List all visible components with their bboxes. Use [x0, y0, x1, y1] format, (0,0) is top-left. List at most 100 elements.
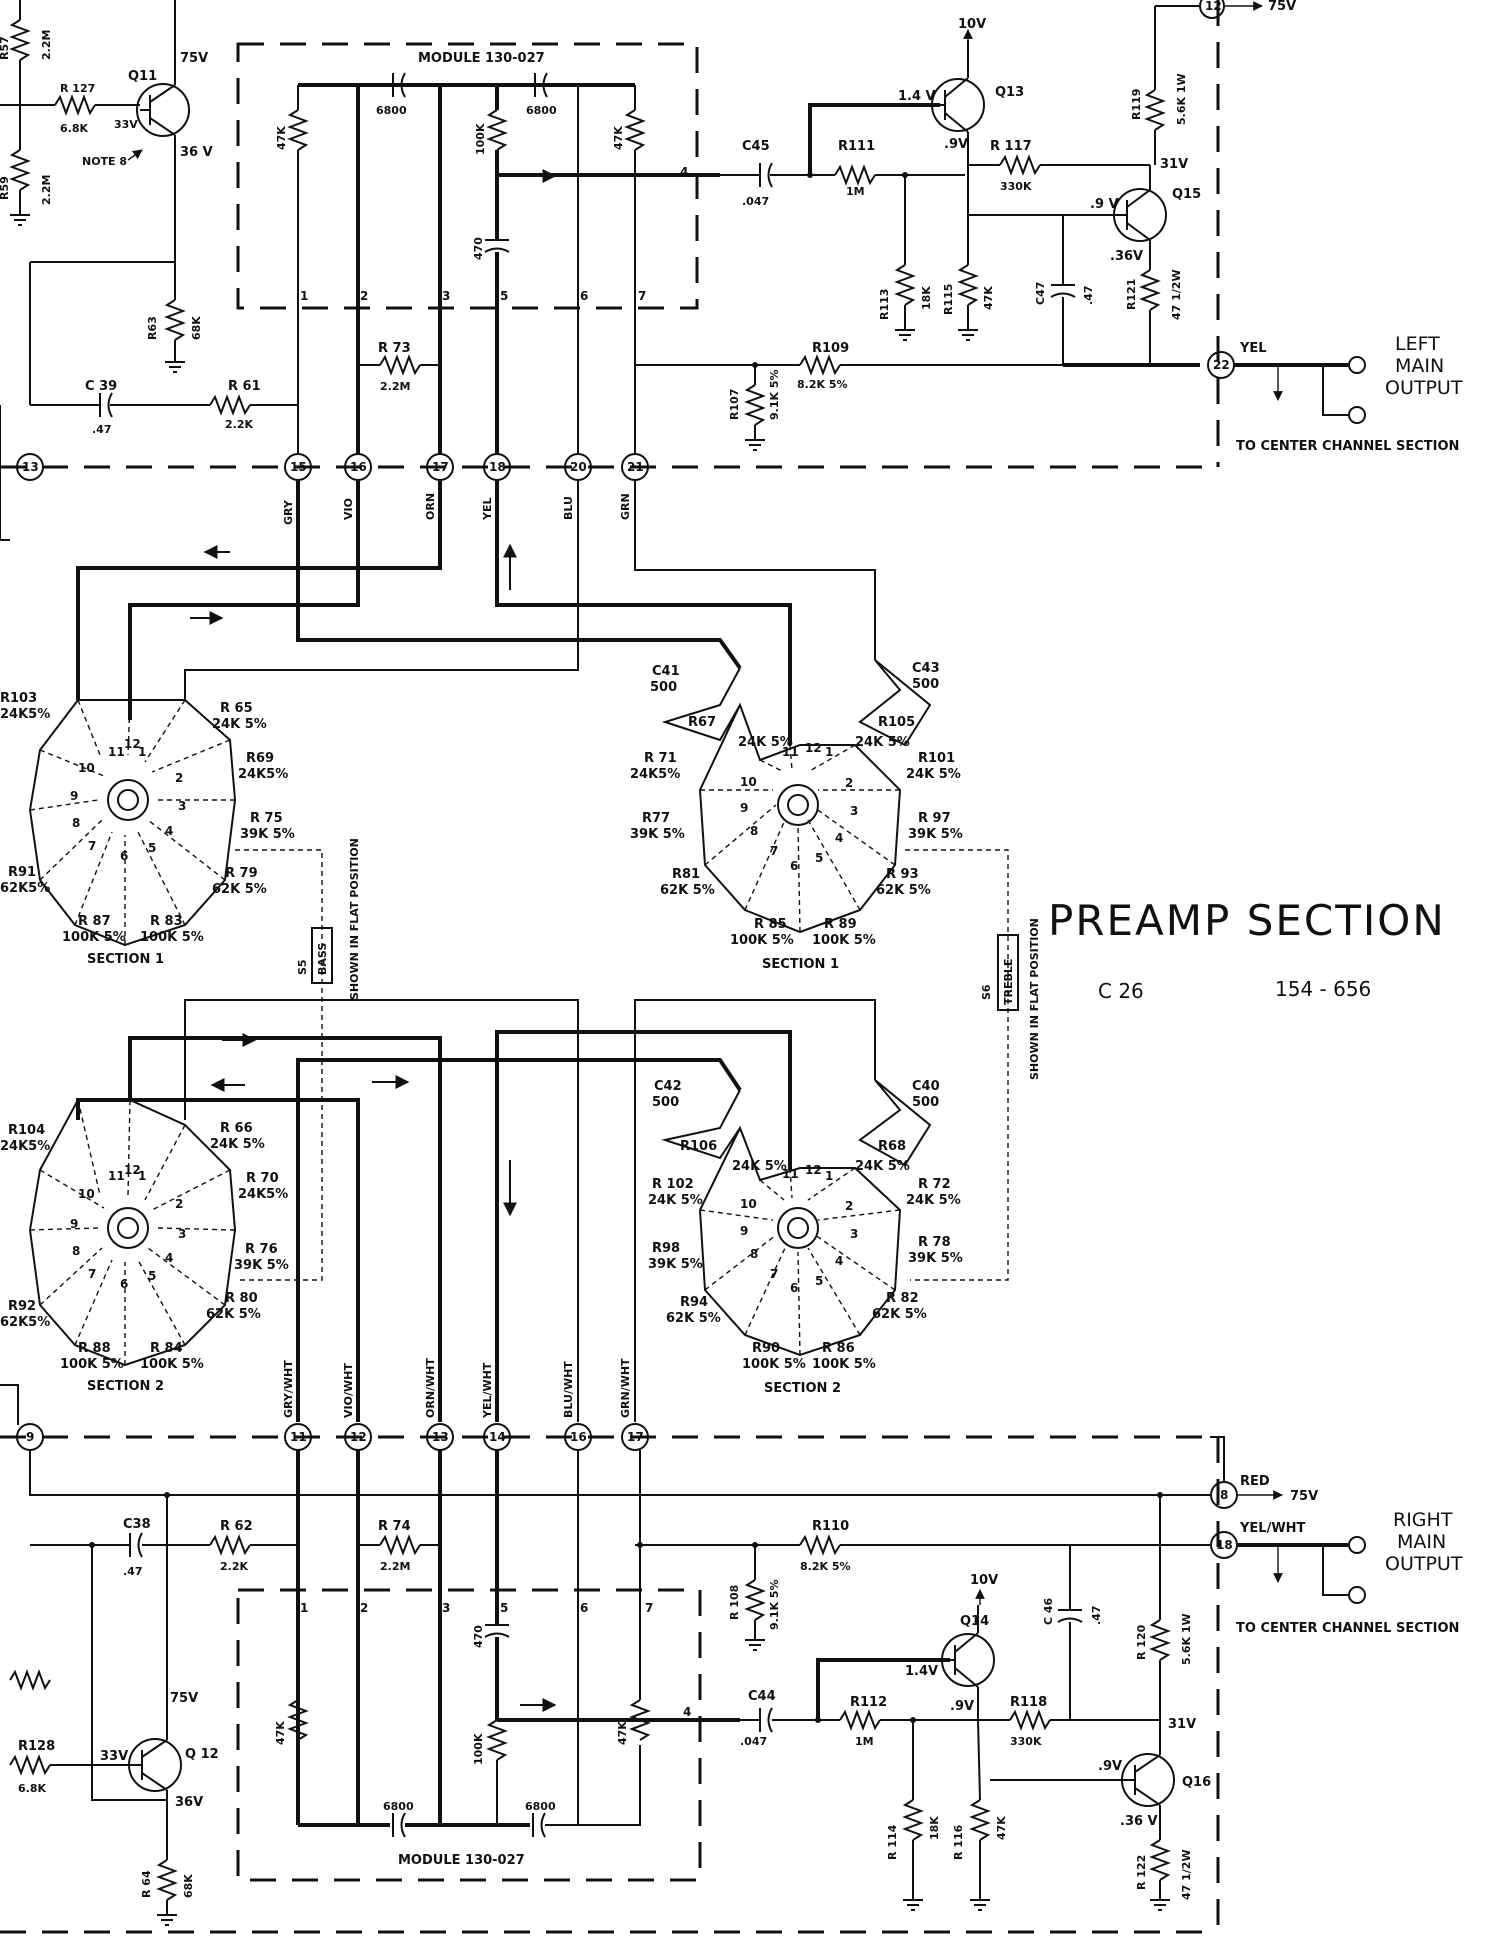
svg-text:2.2M: 2.2M: [380, 1560, 410, 1573]
svg-text:SHOWN IN FLAT POSITION: SHOWN IN FLAT POSITION: [348, 838, 361, 1000]
svg-text:SECTION 2: SECTION 2: [764, 1381, 841, 1396]
svg-text:39K 5%: 39K 5%: [908, 1251, 963, 1266]
q11-stage: R57 2.2M R 127 6.8K R59 2.2M Q11 75V 33V…: [0, 0, 298, 541]
svg-text:6: 6: [790, 859, 798, 873]
svg-text:C 39: C 39: [85, 379, 117, 394]
svg-text:YEL/WHT: YEL/WHT: [481, 1362, 494, 1419]
resistor-r64: [156, 1859, 178, 1926]
svg-text:75V: 75V: [1290, 1489, 1318, 1504]
svg-text:RIGHT: RIGHT: [1393, 1509, 1453, 1531]
svg-text:4: 4: [835, 1254, 843, 1268]
svg-text:R 120: R 120: [1135, 1624, 1148, 1660]
svg-text:47 1/2W: 47 1/2W: [1170, 269, 1183, 320]
svg-text:100K 5%: 100K 5%: [730, 933, 794, 948]
chassis-boundary: [0, 0, 1220, 1934]
svg-text:47K: 47K: [616, 1721, 629, 1745]
svg-text:470: 470: [472, 1625, 485, 1648]
resistor-r116: [969, 1799, 991, 1911]
svg-text:TO CENTER CHANNEL SECTION: TO CENTER CHANNEL SECTION: [1236, 439, 1459, 454]
svg-text:.36V: .36V: [1110, 249, 1143, 264]
svg-text:.9V: .9V: [944, 137, 968, 152]
svg-text:Q11: Q11: [128, 69, 157, 84]
svg-text:SECTION 1: SECTION 1: [87, 952, 164, 967]
svg-text:5: 5: [815, 851, 823, 865]
resistor-r119: [1144, 80, 1166, 165]
svg-text:RED: RED: [1240, 1474, 1270, 1489]
svg-text:7: 7: [770, 844, 778, 858]
svg-text:5: 5: [148, 1269, 156, 1283]
svg-text:24K5%: 24K5%: [238, 1187, 288, 1202]
svg-text:8: 8: [750, 824, 758, 838]
svg-text:2: 2: [175, 1197, 183, 1211]
svg-text:R63: R63: [146, 316, 159, 340]
resistor-r118: [980, 1709, 1160, 1731]
svg-text:68K: 68K: [190, 316, 203, 340]
svg-text:4: 4: [683, 1705, 691, 1719]
svg-text:100K 5%: 100K 5%: [140, 930, 204, 945]
treble2-ring: [661, 1089, 902, 1357]
svg-text:10V: 10V: [970, 1573, 998, 1588]
bass2-ring: [28, 1099, 237, 1367]
resistor-100k-bottom: [486, 1719, 508, 1825]
terminal-label: 12: [1205, 0, 1222, 13]
top-supply-rail: 12 75V: [19, 0, 1296, 80]
svg-text:R77: R77: [642, 811, 670, 826]
svg-text:1: 1: [138, 745, 146, 759]
svg-text:62K 5%: 62K 5%: [876, 883, 931, 898]
resistor-r127: [54, 94, 96, 116]
transistor-q13: [931, 78, 985, 132]
svg-text:11: 11: [782, 745, 799, 759]
resistor-r120: [1149, 1495, 1171, 1720]
capacitor-c44: [740, 1707, 818, 1733]
resistor-r61: [209, 394, 251, 416]
svg-text:8.2K 5%: 8.2K 5%: [800, 1560, 851, 1573]
svg-text:39K 5%: 39K 5%: [648, 1257, 703, 1272]
svg-text:8: 8: [1220, 1488, 1228, 1502]
transistor-q14: [941, 1633, 995, 1687]
svg-text:31V: 31V: [1160, 157, 1188, 172]
svg-text:62K 5%: 62K 5%: [872, 1307, 927, 1322]
svg-text:R 83: R 83: [150, 914, 183, 929]
svg-text:3: 3: [850, 1227, 858, 1241]
bottom-output-stage: R110 8.2K 5% R 108 9.1K 5% C44 .047 R112…: [635, 1495, 1463, 1911]
svg-text:3: 3: [850, 804, 858, 818]
svg-text:47K: 47K: [995, 1816, 1008, 1840]
svg-text:62K 5%: 62K 5%: [206, 1307, 261, 1322]
svg-text:47K: 47K: [274, 1721, 287, 1745]
page-title: PREAMP SECTION: [1048, 896, 1446, 945]
svg-text:R 70: R 70: [246, 1171, 279, 1186]
svg-text:SHOWN IN FLAT POSITION: SHOWN IN FLAT POSITION: [1028, 918, 1041, 1080]
svg-text:YEL: YEL: [481, 498, 494, 522]
svg-text:18: 18: [1216, 1538, 1233, 1552]
bass1-ring: [28, 699, 237, 947]
svg-text:9: 9: [740, 801, 748, 815]
capacitor-6800-a: [392, 72, 406, 98]
svg-text:R 75: R 75: [250, 811, 283, 826]
treble-switch-section-2: 12 1 2 3 4 5 6 7 8 9 10 11 C42 500 R106 …: [648, 1079, 963, 1396]
module-label-top: MODULE 130-027: [418, 51, 545, 66]
svg-text:GRY: GRY: [282, 499, 295, 525]
svg-text:13: 13: [22, 460, 39, 474]
bottom-supply-rail: 8 RED 75V: [29, 1436, 1318, 1710]
svg-text:R113: R113: [878, 289, 891, 320]
svg-text:6800: 6800: [526, 104, 557, 117]
resistor-r73: [358, 354, 440, 376]
svg-text:2: 2: [360, 1601, 368, 1615]
part-number: 154 - 656: [1275, 977, 1371, 1001]
svg-text:24K 5%: 24K 5%: [212, 717, 267, 732]
svg-text:R118: R118: [1010, 1695, 1047, 1710]
svg-text:2: 2: [845, 1199, 853, 1213]
svg-text:22: 22: [1213, 358, 1230, 372]
svg-text:8: 8: [72, 1244, 80, 1258]
svg-text:68K: 68K: [182, 1874, 195, 1898]
svg-text:10: 10: [78, 761, 95, 775]
svg-text:500: 500: [652, 1095, 679, 1110]
svg-text:10V: 10V: [958, 17, 986, 32]
svg-text:3: 3: [178, 1227, 186, 1241]
svg-text:12: 12: [124, 1163, 141, 1177]
svg-text:Q14: Q14: [960, 1614, 989, 1629]
svg-text:R 117: R 117: [990, 139, 1032, 154]
svg-text:R98: R98: [652, 1241, 680, 1256]
treble2-cap-network: [858, 1079, 932, 1167]
